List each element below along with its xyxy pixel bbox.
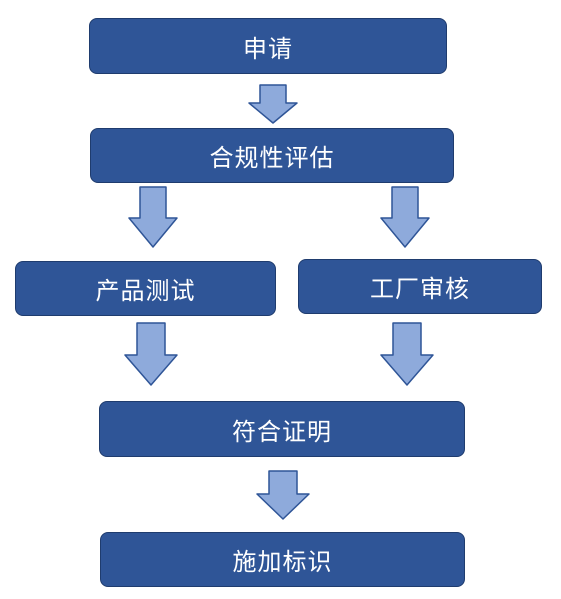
flow-node-assessment: 合规性评估 <box>90 128 454 183</box>
flow-node-certificate: 符合证明 <box>99 401 465 457</box>
arrow-down-icon <box>380 322 434 386</box>
flow-node-factory-audit: 工厂审核 <box>298 259 542 314</box>
arrow-down-icon <box>128 186 178 248</box>
flow-node-label: 产品测试 <box>95 277 196 305</box>
flow-node-label: 申请 <box>243 34 293 63</box>
arrow-down-icon <box>256 470 310 520</box>
arrow-down-icon <box>248 84 298 124</box>
arrow-down-icon <box>380 186 430 248</box>
flow-node-marking: 施加标识 <box>100 532 465 587</box>
flow-node-product-test: 产品测试 <box>15 261 276 316</box>
flow-node-apply: 申请 <box>89 18 447 74</box>
flow-node-label: 施加标识 <box>232 548 333 576</box>
flow-node-label: 工厂审核 <box>370 275 470 303</box>
flow-node-label: 合规性评估 <box>209 144 335 172</box>
arrow-down-icon <box>124 322 178 386</box>
flow-node-label: 符合证明 <box>232 417 332 446</box>
